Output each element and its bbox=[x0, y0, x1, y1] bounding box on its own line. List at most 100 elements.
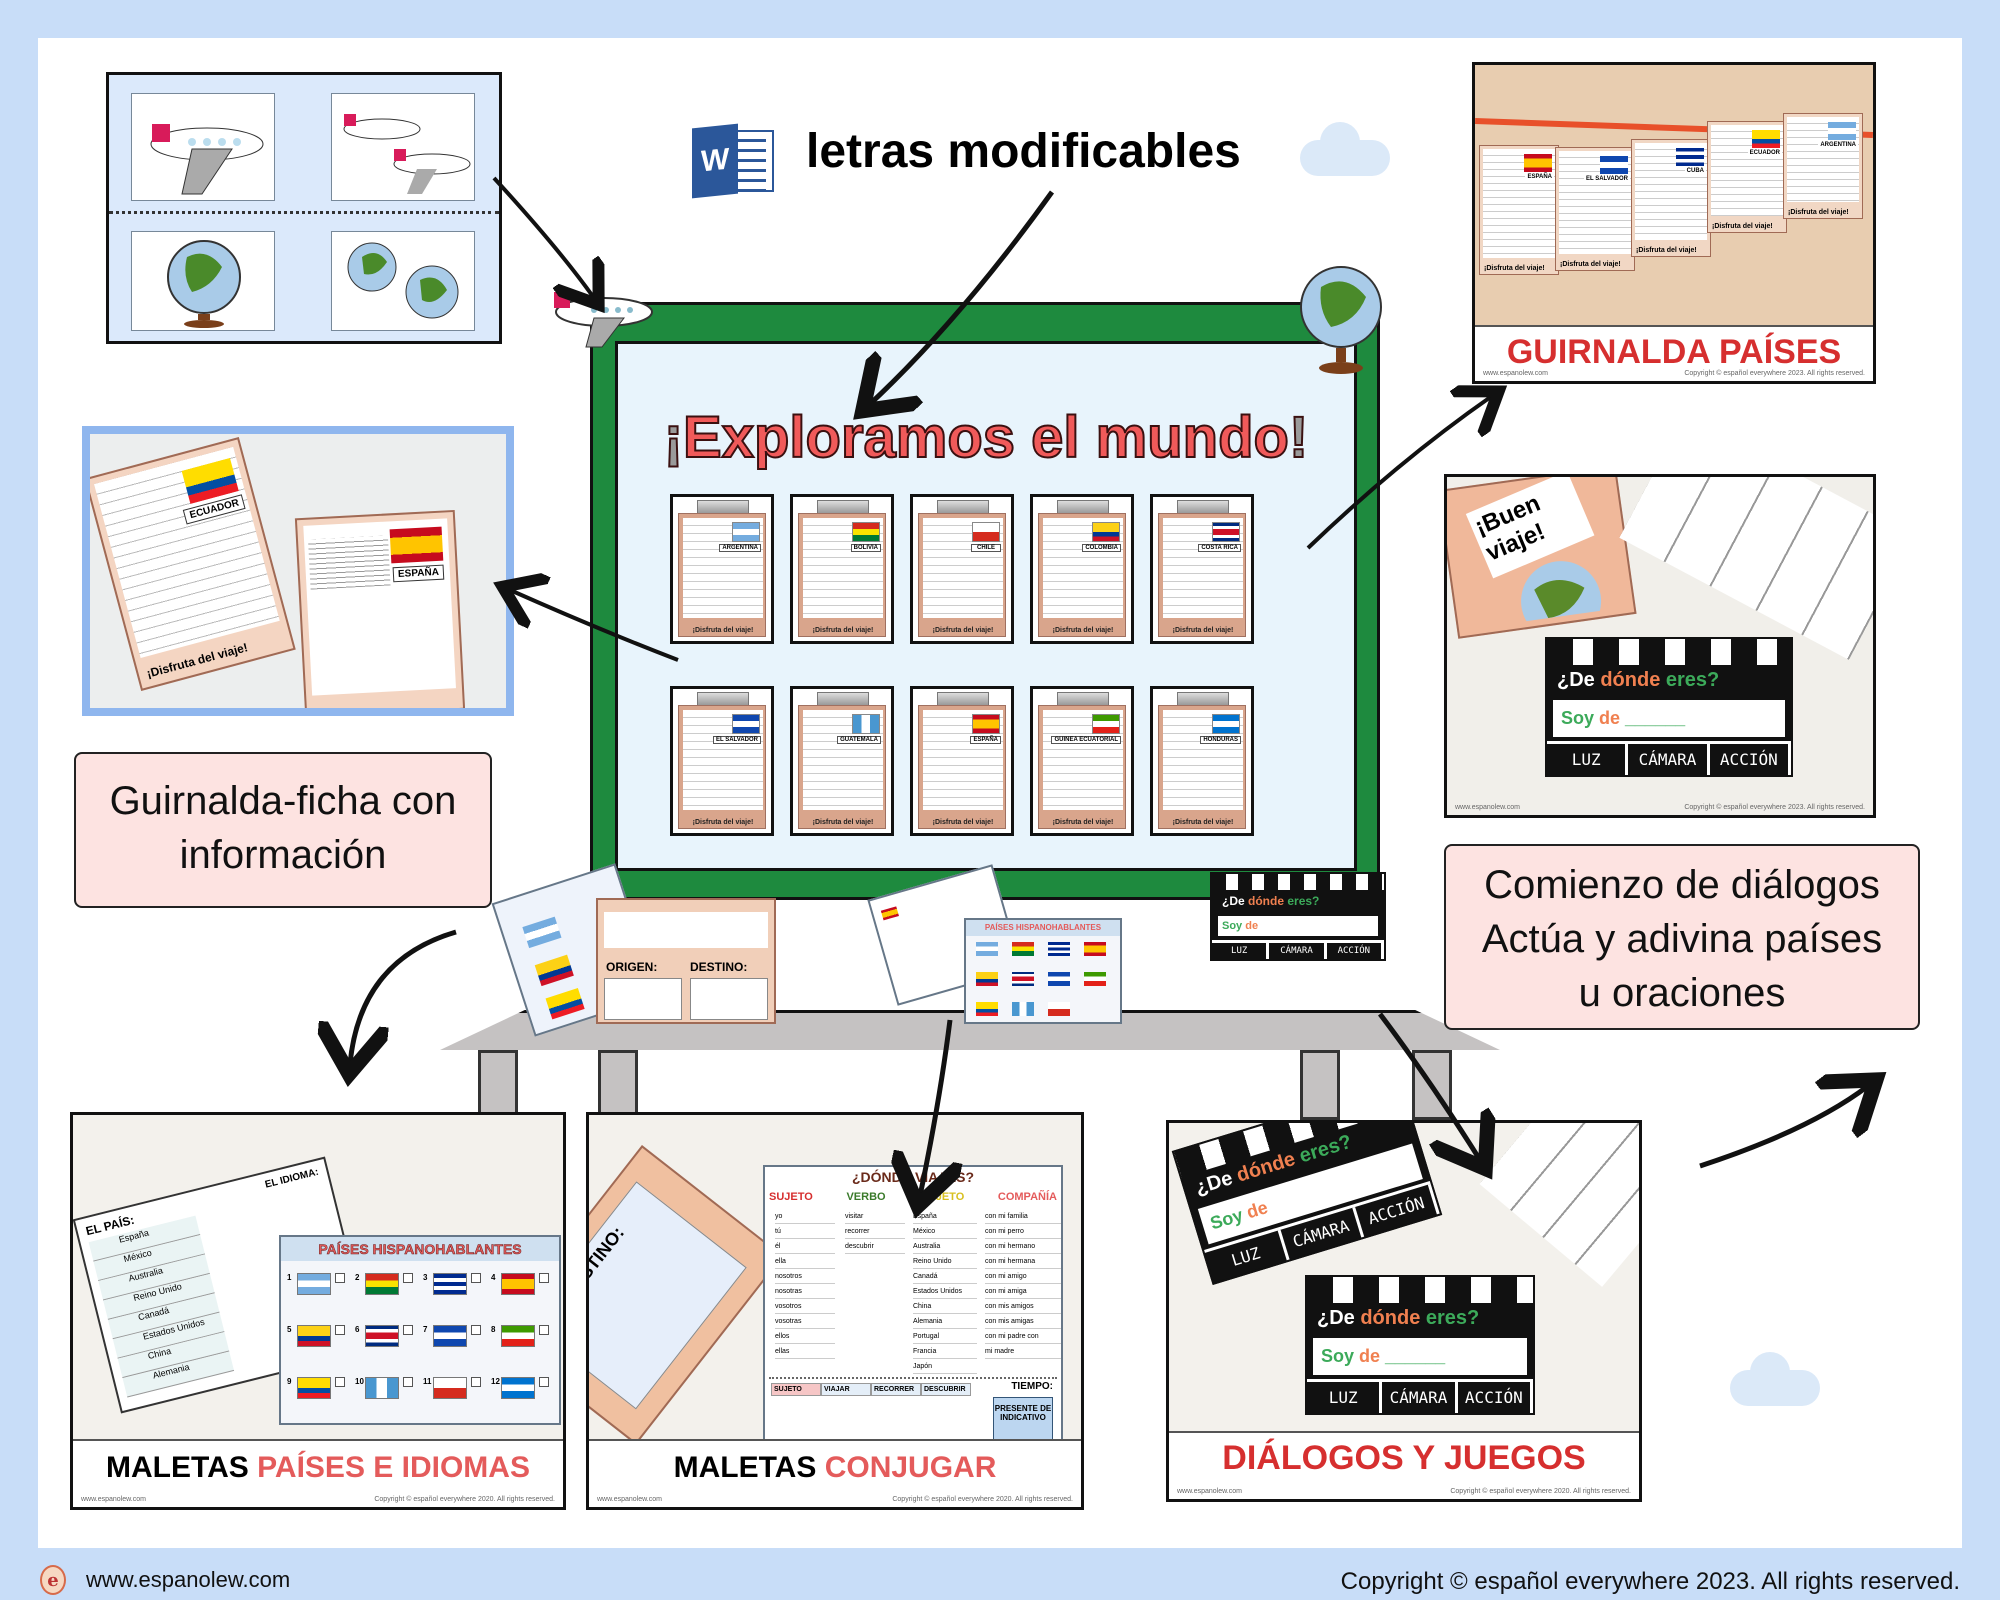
checkbox[interactable] bbox=[403, 1273, 413, 1283]
arrow-to-plane bbox=[492, 176, 594, 298]
dialogue-description-box: Comienzo de diálogos Actúa y adivina paí… bbox=[1444, 844, 1920, 1030]
checkbox[interactable] bbox=[471, 1377, 481, 1387]
cloud-decoration bbox=[1300, 122, 1390, 176]
flag-icon bbox=[1212, 714, 1240, 734]
country-label: BOLIVIA bbox=[850, 544, 881, 552]
lower-column-header: RECORRER bbox=[871, 1383, 921, 1396]
country-card-bo: BOLIVIA ¡Disfruta del viaje! bbox=[790, 494, 894, 644]
globe-icon bbox=[1300, 266, 1382, 374]
spanish-speaking-countries-sheet: PAÍSES HISPANOHABLANTES bbox=[964, 918, 1122, 1024]
card-footer-text: ¡Disfruta del viaje! bbox=[812, 627, 874, 634]
word-document-icon: W bbox=[692, 123, 778, 199]
plane-template-card bbox=[331, 93, 475, 201]
column-header: VERBO bbox=[846, 1191, 886, 1203]
sheet-cell: visitar bbox=[845, 1209, 905, 1224]
lower-column-header: VIAJAR bbox=[821, 1383, 871, 1396]
country-label: ARGENTINA bbox=[719, 544, 761, 552]
flag-icon bbox=[852, 714, 880, 734]
destination-label: DESTINO: bbox=[690, 960, 748, 974]
country-label: CHILE bbox=[971, 544, 1001, 552]
arrow-to-ficha bbox=[510, 590, 679, 662]
sheet-cell: con mi amigo bbox=[985, 1269, 1061, 1284]
arrow-to-guirnalda bbox=[1306, 396, 1492, 550]
card-footer-text: ¡Disfruta del viaje! bbox=[812, 819, 874, 826]
card-footer-text: ¡Disfruta del viaje! bbox=[692, 819, 754, 826]
country-checkbox-cell: 2 bbox=[355, 1267, 419, 1315]
country-card-co: COLOMBIA¡Disfruta del viaje! bbox=[1030, 494, 1134, 644]
card-footer-text: ¡Disfruta del viaje! bbox=[932, 819, 994, 826]
checkbox[interactable] bbox=[335, 1273, 345, 1283]
checkbox[interactable] bbox=[539, 1325, 549, 1335]
sheet-cell: con mis amigas bbox=[985, 1314, 1061, 1329]
country-checkbox-cell: 6 bbox=[355, 1319, 419, 1367]
sheet-cell: ellas bbox=[775, 1344, 835, 1359]
sheet-cell: México bbox=[913, 1224, 977, 1239]
checkbox[interactable] bbox=[471, 1325, 481, 1335]
country-checkbox-cell: 7 bbox=[423, 1319, 487, 1367]
flag-icon bbox=[732, 714, 760, 734]
clapperboard-card: ¿De dónde eres? Soy de LUZ CÁMARA ACCIÓN bbox=[1210, 872, 1386, 961]
country-checkbox-cell: 1 bbox=[287, 1267, 351, 1315]
country-label: GUATEMALA bbox=[837, 736, 881, 744]
editable-letters-label: letras modificables bbox=[806, 125, 1241, 178]
info-garland-photo-panel: ECUADOR ¡Disfruta del viaje! ESPAÑA bbox=[82, 426, 514, 716]
card-footer-text: ¡Disfruta del viaje! bbox=[692, 627, 754, 634]
country-checkbox-cell: 4 bbox=[491, 1267, 555, 1315]
sheet-cell: ellos bbox=[775, 1329, 835, 1344]
country-card-sv: EL SALVADOR ¡Disfruta del viaje! bbox=[670, 686, 774, 836]
country-label: GUINEA ECUATORIAL bbox=[1051, 736, 1121, 744]
checkbox[interactable] bbox=[403, 1325, 413, 1335]
flag-icon bbox=[852, 522, 880, 542]
sheet-cell: Australia bbox=[913, 1239, 977, 1254]
globe-icon bbox=[347, 242, 459, 319]
sheet-cell: mi madre bbox=[985, 1344, 1061, 1359]
dialogue-games-photo-panel: ¡Buen viaje! ¿De dónde eres? Soy de ____… bbox=[1444, 474, 1876, 818]
country-label: COSTA RICA bbox=[1198, 544, 1241, 552]
country-checkbox-cell: 10 bbox=[355, 1371, 419, 1419]
checkbox[interactable] bbox=[403, 1377, 413, 1387]
sheet-cell: él bbox=[775, 1239, 835, 1254]
checkbox[interactable] bbox=[335, 1325, 345, 1335]
card-footer-text: ¡Disfruta del viaje! bbox=[932, 627, 994, 634]
arrow-to-maletas-conjugar bbox=[920, 1019, 950, 1196]
sheet-cell: vosotras bbox=[775, 1314, 835, 1329]
garland-card: ECUADOR¡Disfruta del viaje! bbox=[1707, 121, 1787, 233]
footer-website: e www.espanolew.com bbox=[40, 1565, 290, 1595]
checkbox[interactable] bbox=[539, 1273, 549, 1283]
guirnalda-paises-panel: ESPAÑA¡Disfruta del viaje!EL SALVADOR¡Di… bbox=[1472, 62, 1876, 384]
country-checkbox-cell: 8 bbox=[491, 1319, 555, 1367]
card-footer-text: ¡Disfruta del viaje! bbox=[1172, 627, 1234, 634]
buen-viaje-box: ¡Buen viaje! bbox=[1447, 477, 1637, 639]
sheet-cell: nosotros bbox=[775, 1269, 835, 1284]
sheet-cell: con mi amiga bbox=[985, 1284, 1061, 1299]
country-checkbox-cell: 3 bbox=[423, 1267, 487, 1315]
country-card-hn: HONDURAS¡Disfruta del viaje! bbox=[1150, 686, 1254, 836]
checkbox[interactable] bbox=[539, 1377, 549, 1387]
sheet-cell: China bbox=[913, 1299, 977, 1314]
table-leg bbox=[598, 1050, 638, 1120]
origin-destination-card: ORIGEN: DESTINO: bbox=[596, 898, 776, 1024]
arrow-to-maletas-paises bbox=[350, 929, 457, 1064]
website-link[interactable]: www.espanolew.com bbox=[86, 1567, 291, 1592]
country-label: HONDURAS bbox=[1200, 736, 1241, 744]
clapperboard-card: ¿De dónde eres? Soy de ______ LUZ CÁMARA… bbox=[1545, 637, 1793, 777]
checkbox[interactable] bbox=[471, 1273, 481, 1283]
country-checkbox-cell: 11 bbox=[423, 1371, 487, 1419]
footer-copyright: Copyright © español everywhere 2023. All… bbox=[1340, 1568, 1960, 1595]
plane-icon bbox=[150, 124, 264, 195]
origin-label: ORIGEN: bbox=[606, 960, 658, 974]
sheet-cell: yo bbox=[775, 1209, 835, 1224]
country-label: COLOMBIA bbox=[1082, 544, 1121, 552]
arrow-decorative bbox=[1699, 1086, 1868, 1169]
country-card-ar: ARGENTINA ¡Disfruta del viaje! bbox=[670, 494, 774, 644]
checkbox[interactable] bbox=[335, 1377, 345, 1387]
flag-icon bbox=[972, 522, 1000, 542]
sheet-cell: con mis amigos bbox=[985, 1299, 1061, 1314]
country-label: EL SALVADOR bbox=[712, 736, 761, 744]
globe-icon bbox=[167, 240, 241, 328]
